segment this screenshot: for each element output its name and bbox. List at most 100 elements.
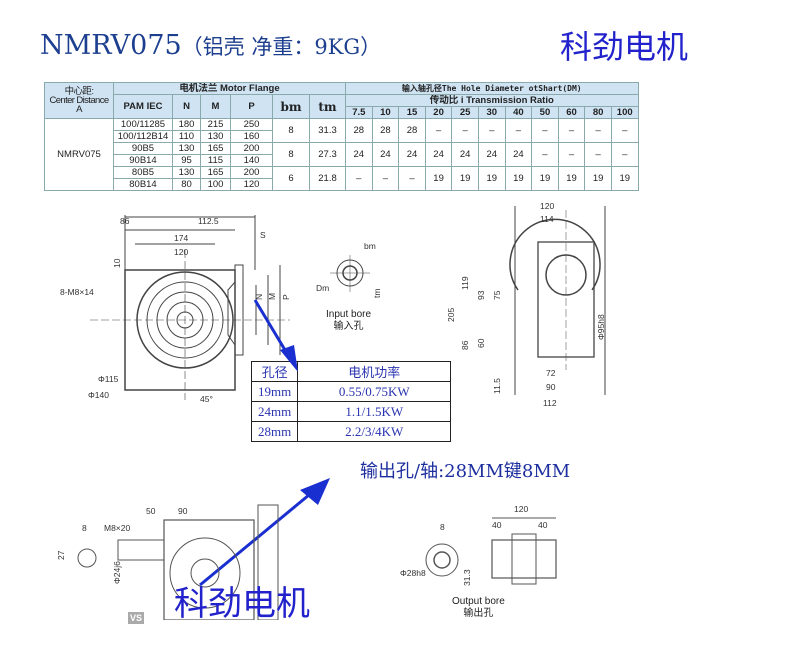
dim-dm: Dm [316,283,330,293]
hole-diameter-cell: 19 [584,166,612,191]
center-distance-en: Center Distance [49,95,109,106]
tm-cell: 21.8 [309,166,346,191]
side-view-drawing [509,206,606,395]
dimension-lines [124,215,256,270]
hole-diameter-cell: 19 [504,166,533,191]
hole-diameter-cell: – [584,118,612,143]
hole-diameter-cell: – [451,118,479,143]
bore-size: 19mm [250,381,299,402]
dim-72: 72 [546,368,556,378]
input-bore-drawing [330,255,370,292]
page-title: NMRV075（铝壳 净重：9KG） [40,30,381,61]
dim-31-3: 31.3 [462,569,472,586]
output-bore-caption-en: Output bore [452,596,505,607]
power-header-power: 电机功率 [297,361,452,382]
hole-diameter-cell: – [610,142,639,167]
hole-diameter-cell: 19 [531,166,559,191]
model-name: NMRV075 [40,30,182,61]
dim-out-key-8: 8 [440,522,445,532]
hole-diameter-cell: – [345,166,373,191]
hole-diameter-cell: 19 [451,166,479,191]
hole-diameter-cell: – [398,166,426,191]
watermark: 科劲电机 [560,28,689,66]
ratio-10: 10 [371,106,400,119]
power-header-bore: 孔径 [250,361,299,382]
dim-s: S [260,230,266,240]
vs-badge: VS [128,612,145,624]
center-distance-cn: 中心距: [64,86,94,97]
ratio-80: 80 [584,106,612,119]
hole-diameter-cell: 24 [477,142,506,167]
col-pam: PAM IEC [113,94,173,119]
flange-cell: 120 [230,178,273,191]
dim-bm: bm [364,241,376,251]
hole-diameter-cell: – [610,118,639,143]
dim-phi115: Φ115 [98,374,119,384]
dim-112-5: 112.5 [198,216,219,226]
col-p: P [230,94,273,119]
ratio-header: 传动比 i Transmission Ratio [345,94,639,107]
flange-cell: 80B14 [113,178,173,191]
dim-side-114: 114 [540,214,554,224]
weight-note: （铝壳 净重：9KG） [181,35,382,59]
input-bore-caption-cn: 输入孔 [333,321,364,332]
col-bm: bm [272,94,310,119]
col-tm: tm [309,94,346,119]
dim-side-120: 120 [540,201,555,211]
dim-27: 27 [56,550,66,560]
dim-phi140: Φ140 [88,390,109,400]
center-distance-a: A [76,104,82,115]
dim-m8x20: M8×20 [104,523,131,533]
bm-cell: 6 [272,166,310,191]
dim-174: 174 [174,233,189,243]
model-cell: NMRV075 [44,118,114,191]
input-bore-caption-en: Input bore [326,309,372,320]
hole-diameter-cell: 19 [610,166,639,191]
dim-key-8: 8 [82,523,87,533]
col-m: M [200,94,231,119]
dim-phi24: Φ24j6 [112,561,122,584]
tm-cell: 31.3 [309,118,346,143]
dim-40-left: 40 [492,520,502,530]
dim-50: 50 [146,506,156,516]
bottom-view-drawing [77,504,279,620]
dim-out-120: 120 [514,504,529,514]
dim-40-right: 40 [538,520,548,530]
dim-bolt: 8-M8×14 [60,287,94,297]
bore-size: 24mm [250,401,299,422]
flange-cell: 160 [230,130,273,143]
dim-86: 86 [120,216,130,226]
ratio-100: 100 [610,106,639,119]
output-bore-drawing [425,517,557,585]
dim-112: 112 [543,398,557,408]
flange-plate [234,264,244,356]
dim-90: 90 [546,382,556,392]
arrowhead-icon [300,478,330,505]
front-view-drawing [90,215,290,400]
bore-size: 28mm [250,421,299,442]
dim-120: 120 [174,247,189,257]
dim-phi28: Φ28h8 [400,568,426,578]
output-shaft-note: 输出孔/轴:28MM键8MM [360,461,571,482]
hole-diameter-cell: 24 [504,142,533,167]
dim-45deg: 45° [200,394,213,404]
motor-flange-header: 电机法兰 Motor Flange [113,82,346,95]
flange-cell: 80 [172,178,201,191]
watermark-bottom: 科劲电机 [174,584,310,624]
arrow-to-power-table [253,299,290,356]
arrowhead-icon [280,345,298,372]
output-bore-caption-cn: 输出孔 [463,608,494,619]
power-value: 2.2/3/4KW [297,421,452,442]
